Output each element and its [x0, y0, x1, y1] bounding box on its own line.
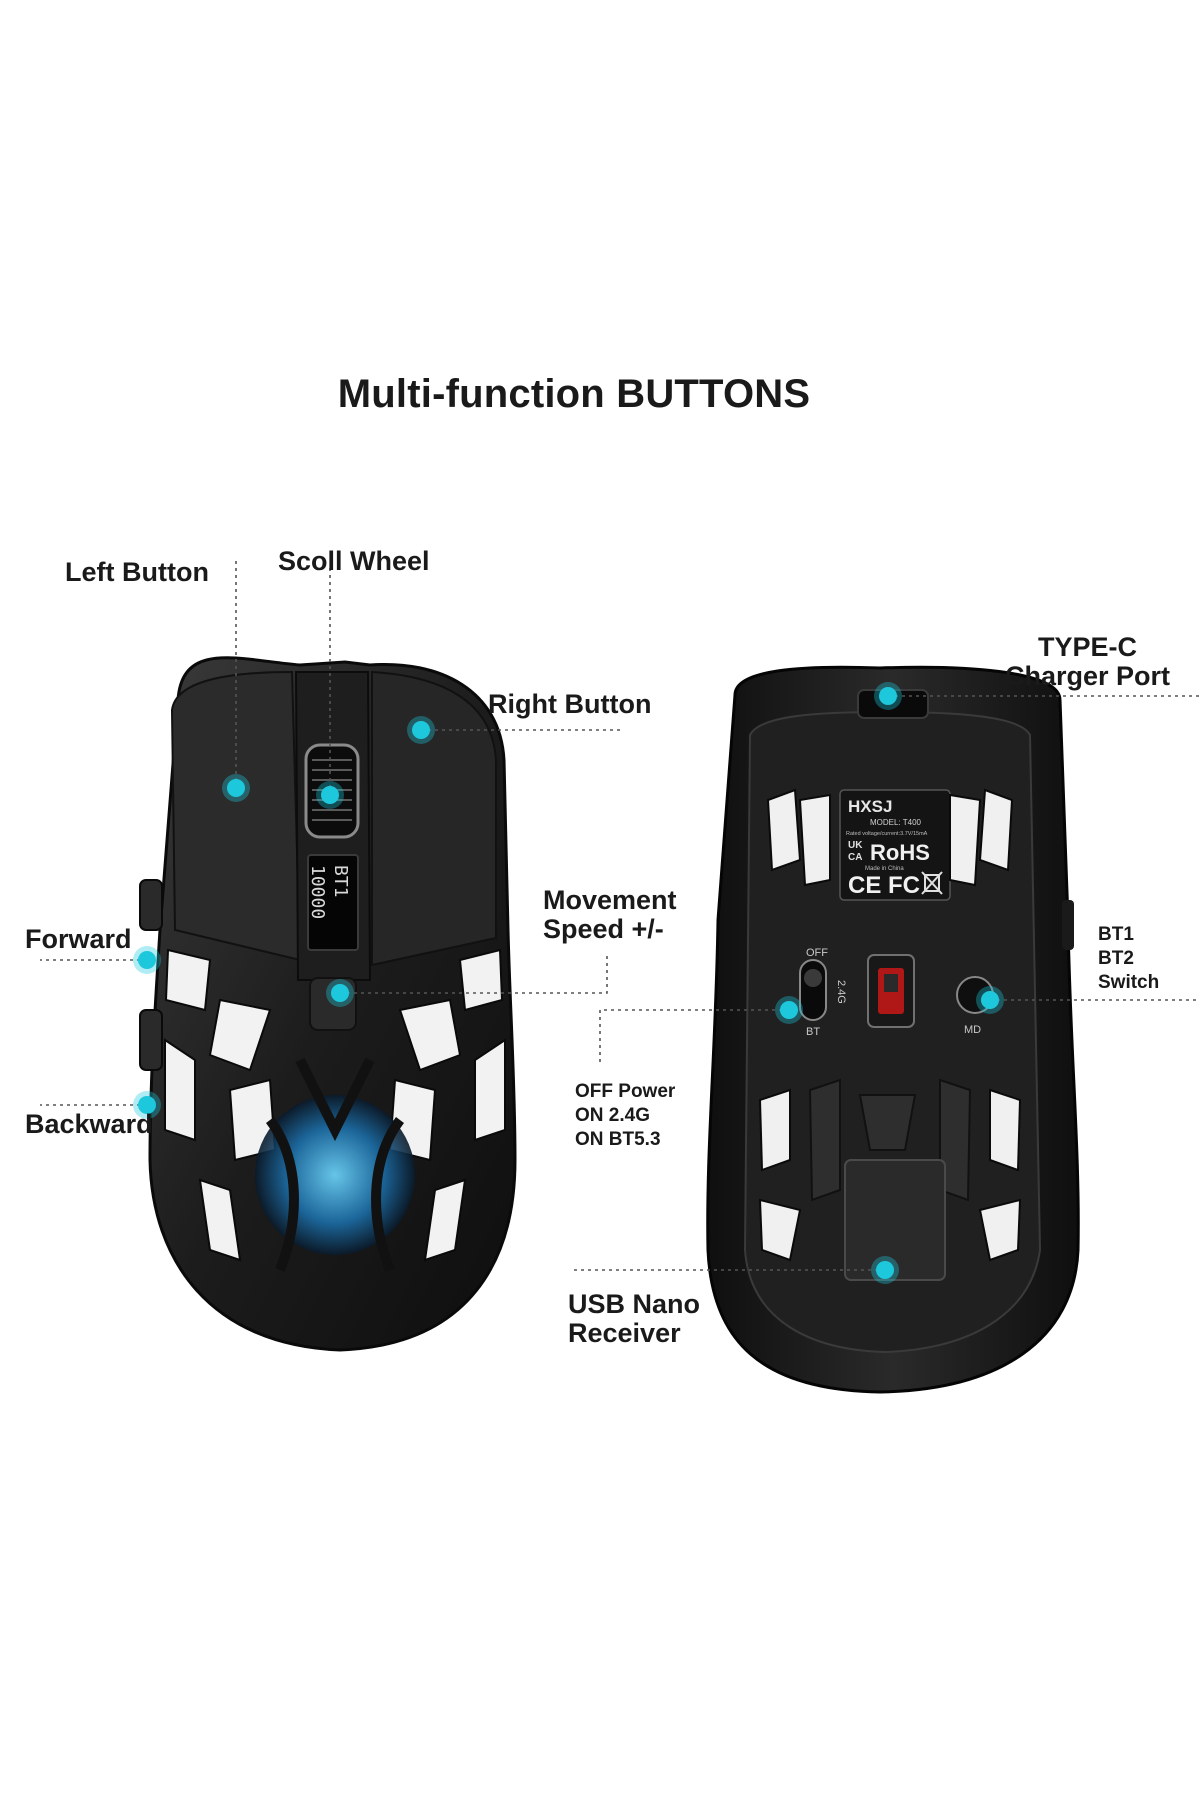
rohs-mark: RoHS: [870, 840, 930, 865]
label-backward: Backward: [25, 1109, 153, 1139]
md-label: MD: [964, 1024, 981, 1036]
switch-24g-label: 2.4G: [835, 980, 847, 1004]
ca-mark: CA: [848, 852, 862, 863]
made-in-text: Made in China: [865, 866, 904, 872]
page-title: Multi-function BUTTONS: [337, 372, 811, 416]
mouse-bottom-view: HXSJ MODEL: T400 Rated voltage/current:3…: [706, 665, 1080, 1394]
display-mode-text: BT1: [330, 865, 351, 898]
label-scroll-wheel: Scoll Wheel: [278, 546, 430, 576]
callout-dot-forward: [138, 951, 156, 969]
callout-dot-scroll-wheel: [321, 786, 339, 804]
display-dpi-text: 10000: [307, 865, 328, 919]
label-forward: Forward: [25, 924, 132, 954]
leader-line-movement-speed: [340, 955, 608, 994]
rated-text: Rated voltage/current:3.7V/15mA: [846, 831, 928, 837]
model-text: MODEL: T400: [870, 818, 922, 827]
callout-dot-type-c-port: [879, 687, 897, 705]
callout-dot-right-button: [412, 721, 430, 739]
callout-dot-left-button: [227, 779, 245, 797]
callout-dots: [133, 682, 1004, 1284]
weee-bin-icon: [921, 871, 943, 895]
label-type-c-port: TYPE-C Charger Port: [1005, 632, 1171, 691]
uk-mark: UK: [848, 840, 863, 851]
callout-dot-usb-receiver: [876, 1261, 894, 1279]
leader-line-power-mode-switch: [599, 1009, 789, 1065]
label-movement-speed: Movement Speed +/-: [543, 885, 677, 944]
callout-lines: [40, 560, 1200, 1271]
callout-dot-power-mode-switch: [780, 1001, 798, 1019]
mouse-top-view: BT1 10000: [139, 656, 517, 1352]
switch-off-label: OFF: [806, 947, 828, 959]
label-bt-switch: BT1 BT2 Switch: [1098, 924, 1160, 993]
switch-bt-label: BT: [806, 1026, 820, 1038]
callout-dot-movement-speed: [331, 984, 349, 1002]
label-usb-receiver: USB Nano Receiver: [568, 1289, 701, 1348]
label-power-mode-switch: OFF Power ON 2.4G ON BT5.3: [575, 1081, 676, 1150]
callout-dot-bt-switch: [981, 991, 999, 1009]
label-left-button: Left Button: [65, 557, 209, 587]
ce-fc-mark: CE FC: [848, 872, 920, 899]
brand-logo-text: HXSJ: [848, 797, 892, 816]
callout-dot-backward: [138, 1096, 156, 1114]
label-right-button: Right Button: [488, 689, 652, 719]
